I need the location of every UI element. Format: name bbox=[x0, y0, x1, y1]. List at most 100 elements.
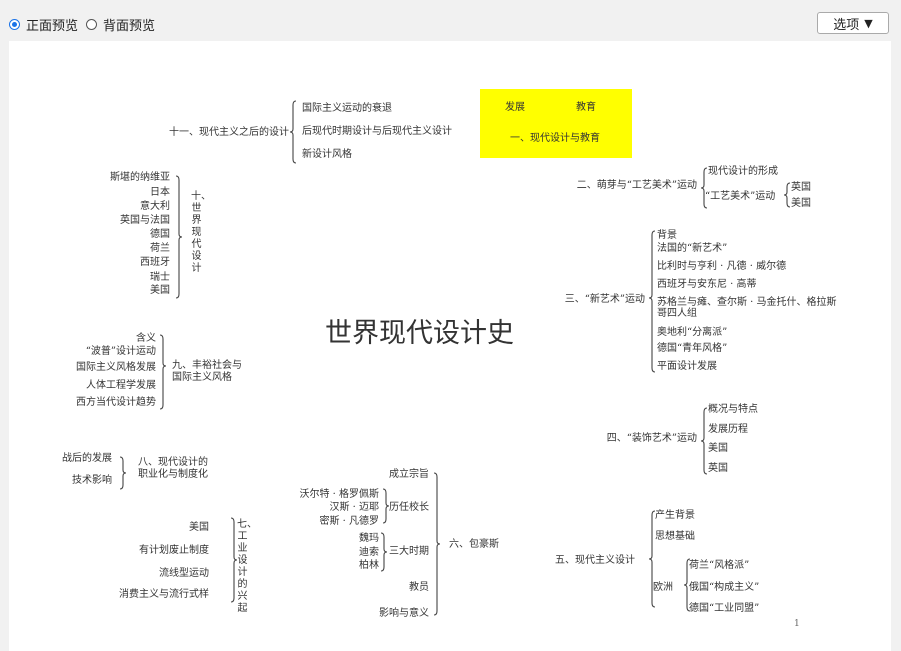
b5-item: 思想基础 bbox=[655, 531, 695, 542]
brace-b11 bbox=[289, 100, 297, 164]
b10-item: 斯堪的纳维亚 bbox=[110, 172, 170, 183]
brace-b7 bbox=[230, 517, 238, 603]
b6-president: 沃尔特 · 格罗佩斯 bbox=[299, 489, 379, 500]
b5-label: 五、现代主义设计 bbox=[555, 555, 635, 566]
preview-toolbar: 正面预览 背面预览 选项 ▼ bbox=[0, 0, 901, 44]
b7-item: 美国 bbox=[189, 522, 209, 533]
b9-label-2: 国际主义风格 bbox=[172, 372, 232, 383]
brace-b3 bbox=[648, 230, 656, 373]
b3-label: 三、“新艺术”运动 bbox=[564, 294, 645, 305]
options-label: 选项 bbox=[833, 17, 860, 33]
b8-label-2: 职业化与制度化 bbox=[138, 469, 208, 480]
b6-item: 影响与意义 bbox=[379, 608, 429, 619]
brace-b2-sub bbox=[783, 182, 791, 208]
b6-item: 教员 bbox=[409, 582, 429, 593]
b2-item: “工艺美术”运动 bbox=[705, 191, 776, 202]
caret-down-icon: ▼ bbox=[864, 16, 873, 30]
b1-highlight bbox=[480, 89, 632, 158]
b6-label: 六、包豪斯 bbox=[449, 539, 499, 550]
b5-europe: 欧洲 bbox=[653, 582, 673, 593]
b10-item: 荷兰 bbox=[150, 243, 170, 254]
b11-item: 国际主义运动的衰退 bbox=[302, 103, 392, 114]
front-preview-radio[interactable]: 正面预览 bbox=[9, 15, 78, 34]
b6-item: 历任校长 bbox=[389, 502, 429, 513]
b9-item: 人体工程学发展 bbox=[86, 380, 156, 391]
preview-page: 世界现代设计史 发展 教育 一、现代设计与教育 十一、现代主义之后的设计 国际主… bbox=[9, 41, 891, 651]
b3-item: 哥四人组 bbox=[657, 308, 697, 319]
b1-label: 一、现代设计与教育 bbox=[510, 133, 600, 144]
brace-b6 bbox=[433, 472, 441, 616]
b10-item: 德国 bbox=[150, 229, 170, 240]
b3-item: 法国的“新艺术” bbox=[657, 243, 728, 254]
b2-item: 现代设计的形成 bbox=[708, 166, 778, 177]
brace-b8 bbox=[119, 456, 127, 490]
b10-item: 英国与法国 bbox=[120, 215, 170, 226]
b5-europe-item: 德国“工业同盟” bbox=[689, 603, 760, 614]
b9-label-1: 九、丰裕社会与 bbox=[172, 360, 242, 371]
b11-item: 新设计风格 bbox=[302, 149, 352, 160]
b4-item: 美国 bbox=[708, 443, 728, 454]
radio-selected-icon[interactable] bbox=[9, 19, 20, 30]
brace-lines bbox=[119, 100, 791, 616]
b11-label: 十一、现代主义之后的设计 bbox=[169, 127, 289, 138]
b10-item: 日本 bbox=[150, 187, 170, 198]
mindmap-title: 世界现代设计史 bbox=[325, 318, 514, 349]
b7-item: 流线型运动 bbox=[159, 568, 209, 579]
b10-item: 西班牙 bbox=[140, 257, 170, 268]
b9-item: 国际主义风格发展 bbox=[76, 362, 156, 373]
b2-label: 二、萌芽与“工艺美术”运动 bbox=[576, 180, 697, 191]
b3-item: 背景 bbox=[657, 230, 677, 241]
back-preview-label[interactable]: 背面预览 bbox=[103, 19, 156, 34]
b2-sub: 美国 bbox=[791, 198, 811, 209]
b1-right: 教育 bbox=[576, 102, 596, 113]
b6-period: 魏玛 bbox=[359, 533, 379, 544]
b3-item: 苏格兰与瘫、查尔斯 · 马金托什、格拉斯 bbox=[657, 297, 837, 308]
b4-item: 发展历程 bbox=[708, 424, 748, 435]
b8-label-1: 八、现代设计的 bbox=[138, 457, 208, 468]
page-number: 1 bbox=[794, 619, 800, 629]
brace-b9 bbox=[159, 334, 167, 410]
brace-b5 bbox=[648, 510, 656, 608]
radio-unselected-icon[interactable] bbox=[86, 19, 97, 30]
b3-item: 奥地利“分离派” bbox=[657, 327, 728, 338]
mindmap: 世界现代设计史 发展 教育 一、现代设计与教育 十一、现代主义之后的设计 国际主… bbox=[9, 41, 891, 651]
b11-item: 后现代时期设计与后现代主义设计 bbox=[302, 126, 452, 137]
brace-b4 bbox=[700, 407, 708, 475]
brace-b5-europe bbox=[683, 558, 691, 612]
b7-item: 有计划废止制度 bbox=[139, 545, 209, 556]
b10-item: 瑞士 bbox=[150, 272, 170, 283]
b10-item: 美国 bbox=[150, 285, 170, 296]
b5-europe-item: 荷兰“风格派” bbox=[689, 560, 750, 571]
b6-period: 迪索 bbox=[359, 547, 379, 558]
b6-president: 密斯 · 凡德罗 bbox=[319, 516, 379, 527]
b9-item: 西方当代设计趋势 bbox=[76, 397, 156, 408]
back-preview-radio[interactable]: 背面预览 bbox=[86, 15, 155, 34]
b2-sub: 英国 bbox=[791, 182, 811, 193]
options-button[interactable]: 选项 ▼ bbox=[817, 12, 889, 34]
b1-left: 发展 bbox=[505, 102, 525, 113]
brace-b6-presidents bbox=[382, 488, 390, 524]
b10-item: 意大利 bbox=[140, 201, 170, 212]
b10-label: 十、世界现代设计 bbox=[191, 191, 211, 274]
brace-b2 bbox=[700, 167, 708, 209]
front-preview-label[interactable]: 正面预览 bbox=[26, 19, 79, 34]
b3-item: 德国“青年风格” bbox=[657, 343, 728, 354]
b7-item: 消费主义与流行式样 bbox=[119, 589, 209, 600]
b6-item: 三大时期 bbox=[389, 546, 429, 557]
b5-europe-item: 俄国“构成主义” bbox=[689, 582, 760, 593]
b6-period: 柏林 bbox=[359, 560, 379, 571]
brace-b6-periods bbox=[380, 532, 388, 572]
b9-item: “波普”设计运动 bbox=[85, 346, 156, 357]
b7-label: 七、工业设计的兴起 bbox=[237, 519, 257, 614]
b6-item: 成立宗旨 bbox=[389, 469, 429, 480]
b4-item: 英国 bbox=[708, 463, 728, 474]
b4-label: 四、“装饰艺术”运动 bbox=[606, 433, 697, 444]
b8-item: 战后的发展 bbox=[62, 453, 112, 464]
brace-b10 bbox=[175, 175, 183, 299]
b3-item: 西班牙与安东尼 · 高蒂 bbox=[657, 279, 757, 290]
b9-item: 含义 bbox=[136, 333, 156, 344]
b5-item: 产生背景 bbox=[655, 510, 695, 521]
b6-president: 汉斯 · 迈耶 bbox=[329, 502, 379, 513]
b3-item: 比利时与亨利 · 凡德 · 威尔德 bbox=[657, 261, 787, 272]
b4-item: 概况与特点 bbox=[708, 404, 758, 415]
